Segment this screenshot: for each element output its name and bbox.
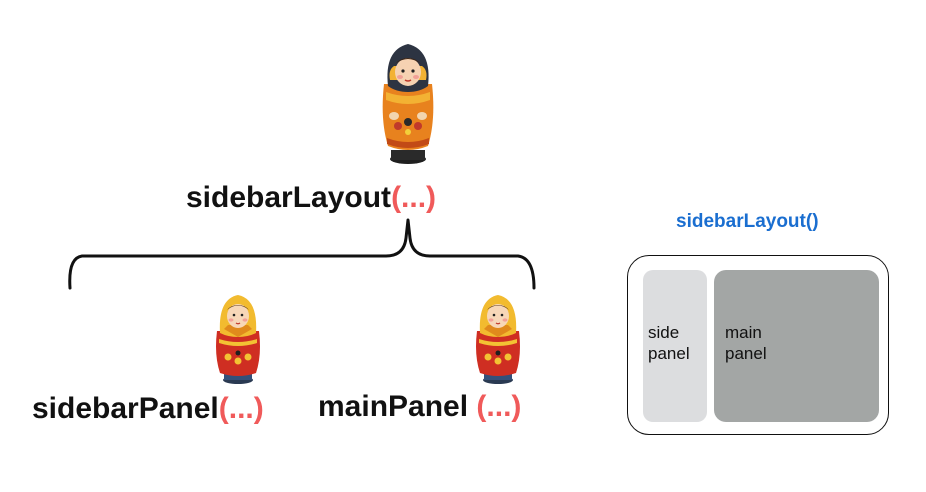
- tree-bracket-connector: [68, 218, 536, 290]
- schematic-main-panel: main panel: [714, 270, 879, 422]
- sidebar-panel-label: sidebarPanel(...): [32, 394, 264, 424]
- sidebar-panel-name: sidebarPanel: [32, 392, 219, 425]
- sidebar-layout-name: sidebarLayout: [186, 181, 392, 214]
- sidebar-layout-args: (...): [391, 181, 437, 214]
- main-panel-text: main panel: [725, 322, 767, 364]
- schematic-title: sidebarLayout(): [676, 211, 819, 232]
- schematic-side-panel: side panel: [643, 270, 707, 422]
- side-panel-line1: side: [648, 323, 680, 342]
- matryoshka-doll-large-icon: [382, 44, 434, 164]
- sidebar-panel-args: (...): [218, 392, 264, 425]
- side-panel-text: side panel: [648, 322, 690, 364]
- matryoshka-doll-small-left-icon: [216, 295, 260, 384]
- matryoshka-doll-small-right-icon: [476, 295, 520, 384]
- main-panel-line1: main: [725, 323, 762, 342]
- main-panel-label: mainPanel (...): [318, 392, 521, 422]
- main-panel-name: mainPanel: [318, 390, 477, 423]
- side-panel-line2: panel: [648, 344, 690, 363]
- main-panel-line2: panel: [725, 344, 767, 363]
- sidebar-layout-label: sidebarLayout(...): [186, 183, 436, 213]
- main-panel-args: (...): [476, 390, 522, 423]
